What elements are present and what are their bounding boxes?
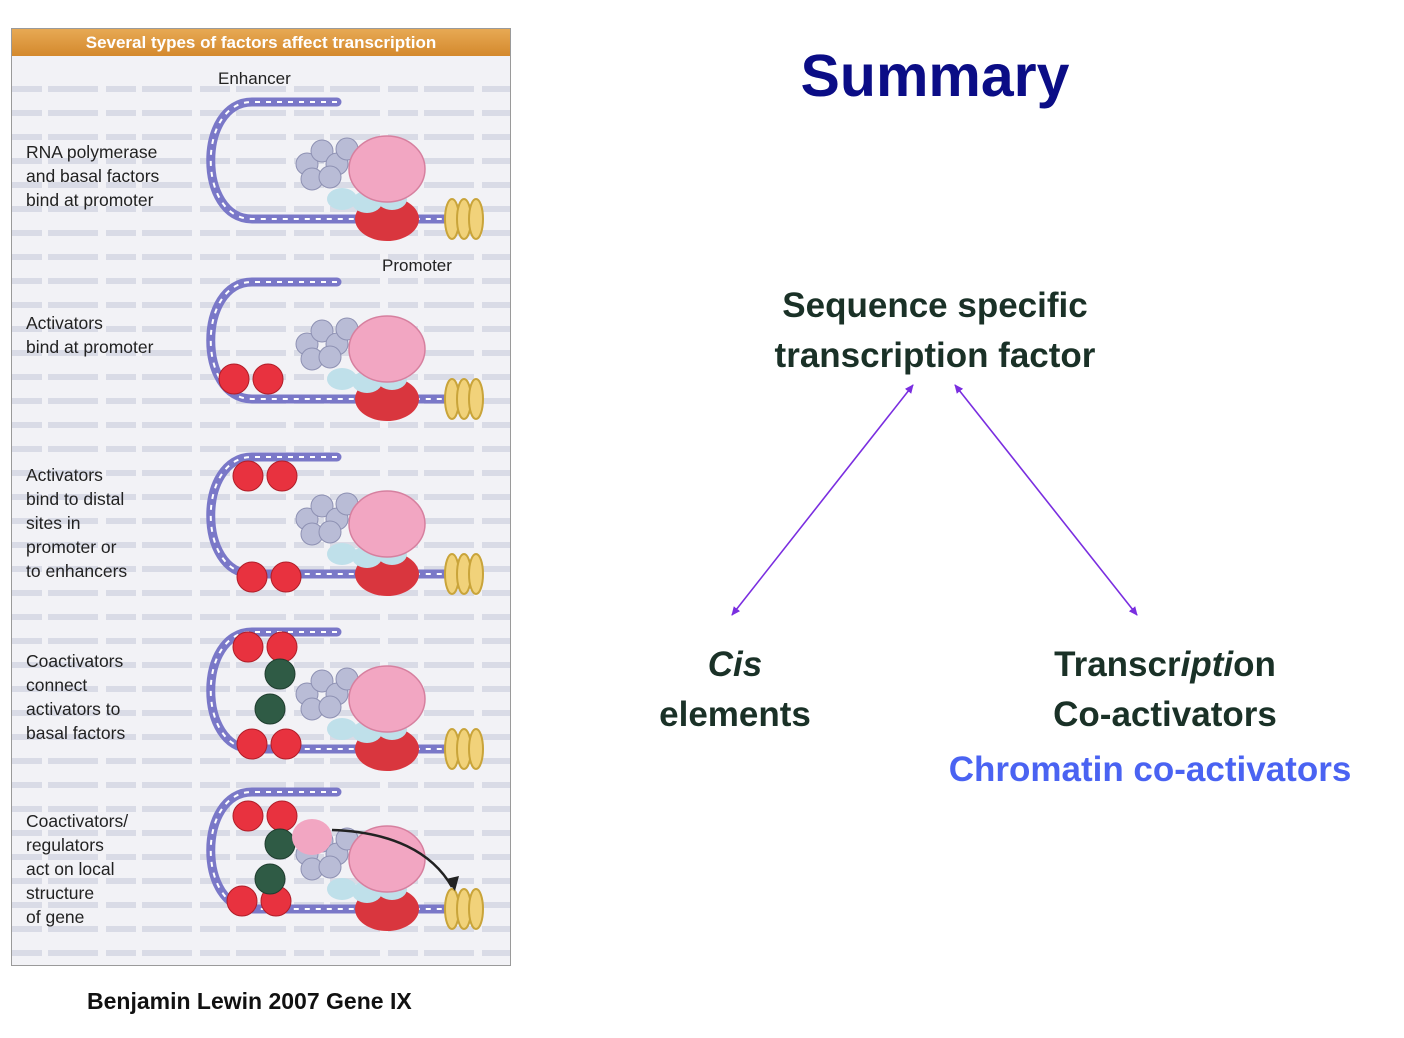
regulation-arrow	[331, 828, 454, 888]
activator	[232, 460, 264, 492]
figure-header: Several types of factors affect transcri…	[12, 29, 510, 56]
right-line-1-part-a: Transcr	[1054, 645, 1181, 684]
activator	[270, 728, 302, 760]
transcription-coactivators-node: Transcription Co-activators	[1000, 640, 1330, 740]
slide-title: Summary	[800, 43, 1070, 109]
figure-panel: Several types of factors affect transcri…	[11, 28, 511, 966]
activator	[232, 631, 264, 663]
activator	[218, 363, 250, 395]
sequence-specific-tf-node: Sequence specific transcription factor	[700, 281, 1170, 381]
step-4-caption: Coactivators connect activators to basal…	[26, 651, 126, 743]
step-5-caption: Coactivators/ regulators act on local st…	[26, 811, 129, 927]
basal-factor-blue	[327, 718, 357, 740]
rna-polymerase	[348, 315, 426, 383]
center-line-1: Sequence specific	[782, 286, 1088, 325]
nucleosome	[468, 553, 484, 595]
rna-polymerase	[348, 665, 426, 733]
arrow-tf-to-coactivators	[954, 384, 1138, 616]
transcription-factor-illustration	[12, 86, 510, 956]
step-3-caption: Activators bind to distal sites in promo…	[26, 465, 128, 581]
nucleosome	[468, 888, 484, 930]
step-2-caption: Activators bind at promoter	[26, 313, 154, 357]
coactivator	[254, 863, 286, 895]
activator	[226, 885, 258, 917]
activator	[236, 728, 268, 760]
basal-factor-blue	[327, 368, 357, 390]
activator	[270, 561, 302, 593]
basal-factor-grey	[310, 139, 334, 163]
basal-factor-blue	[327, 188, 357, 210]
regulator	[292, 819, 332, 855]
chromatin-coactivators-label: Chromatin co-activators	[948, 750, 1352, 789]
basal-factor-grey	[310, 494, 334, 518]
basal-factor-grey	[318, 520, 342, 544]
right-line-1-part-c: on	[1233, 645, 1276, 684]
basal-factor-grey	[310, 669, 334, 693]
dna-helix-marks	[209, 281, 467, 400]
arrow-tf-to-cis	[731, 384, 914, 616]
coactivator	[264, 658, 296, 690]
basal-factor-blue	[327, 543, 357, 565]
activator	[266, 460, 298, 492]
basal-factor-grey	[310, 319, 334, 343]
nucleosome	[468, 378, 484, 420]
nucleosome	[468, 198, 484, 240]
basal-factor-grey	[318, 345, 342, 369]
right-line-2: Co-activators	[1053, 695, 1277, 734]
activator	[236, 561, 268, 593]
nucleosome	[468, 728, 484, 770]
rna-polymerase	[348, 490, 426, 558]
step-1-caption: RNA polymerase and basal factors bind at…	[26, 142, 160, 210]
left-line-1: Cis	[707, 645, 763, 684]
citation: Benjamin Lewin 2007 Gene IX	[87, 988, 412, 1014]
regulation-arrowhead	[446, 876, 459, 891]
activator	[232, 800, 264, 832]
right-line-1-part-b: ipti	[1180, 645, 1234, 684]
promoter-label: Promoter	[382, 256, 452, 275]
basal-factor-blue	[327, 878, 357, 900]
cis-elements-node: Cis elements	[620, 640, 850, 740]
basal-factor-grey	[318, 695, 342, 719]
left-line-2: elements	[659, 695, 811, 734]
rna-polymerase	[348, 135, 426, 203]
coactivator	[254, 693, 286, 725]
right-line-1: Transcription	[1000, 640, 1330, 690]
dna-helix-marks	[209, 101, 467, 220]
activator	[252, 363, 284, 395]
center-line-2: transcription factor	[774, 336, 1096, 375]
rna-polymerase	[348, 825, 426, 893]
basal-factor-grey	[318, 855, 342, 879]
enhancer-label: Enhancer	[218, 69, 291, 88]
basal-factor-grey	[318, 165, 342, 189]
